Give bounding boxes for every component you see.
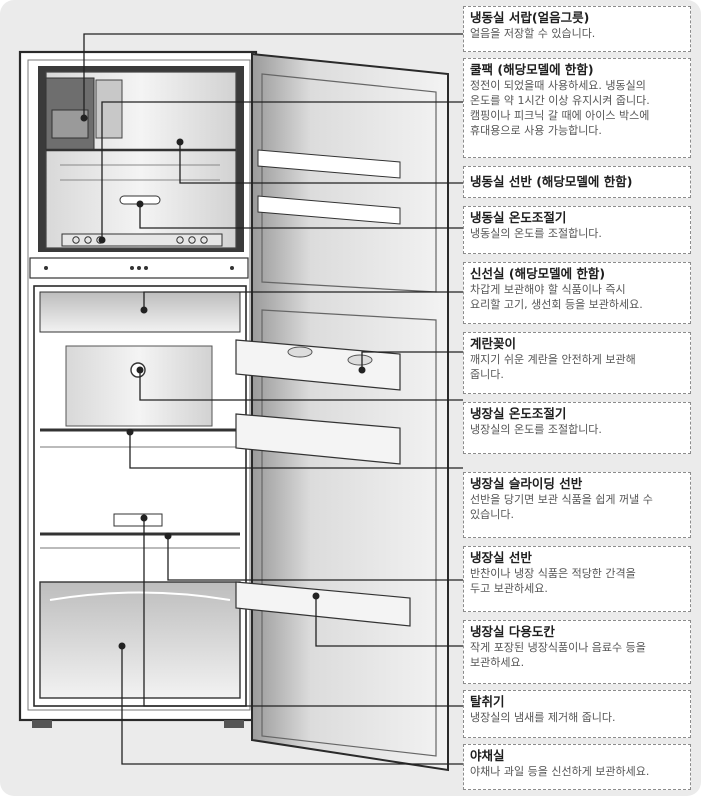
callout-title: 냉장실 선반 xyxy=(470,550,684,566)
callout-deodorizer: 탈취기 냉장실의 냄새를 제거해 줍니다. xyxy=(463,690,691,738)
callout-fridge-temp-control: 냉장실 온도조절기 냉장실의 온도를 조절합니다. xyxy=(463,402,691,454)
callout-desc: 얼음을 저장할 수 있습니다. xyxy=(470,26,684,41)
callout-egg-tray: 계란꽂이 깨지기 쉬운 계란을 안전하게 보관해 줍니다. xyxy=(463,332,691,394)
callout-desc: 차갑게 보관해야 할 식품이나 즉시 요리할 고기, 생선회 등을 보관하세요. xyxy=(470,282,684,312)
deodorizer-part xyxy=(114,514,162,526)
callout-desc: 냉동실의 온도를 조절합니다. xyxy=(470,226,684,241)
callout-title: 냉동실 온도조절기 xyxy=(470,210,684,226)
callout-freezer-temp-control: 냉동실 온도조절기 냉동실의 온도를 조절합니다. xyxy=(463,206,691,254)
callout-desc: 반찬이나 냉장 식품은 적당한 간격을 두고 보관하세요. xyxy=(470,566,684,596)
divider-band xyxy=(30,258,248,278)
callout-title: 냉동실 선반 (해당모델에 한함) xyxy=(470,174,684,190)
callout-desc: 깨지기 쉬운 계란을 안전하게 보관해 줍니다. xyxy=(470,352,684,382)
callout-desc: 선반을 당기면 보관 식품을 쉽게 꺼낼 수 있습니다. xyxy=(470,492,684,522)
vegetable-drawer-part xyxy=(40,582,240,698)
callout-title: 냉장실 슬라이딩 선반 xyxy=(470,476,684,492)
callout-desc: 정전이 되었을때 사용하세요. 냉동실의 온도를 약 1시간 이상 유지시켜 줍… xyxy=(470,78,684,138)
callout-desc: 냉장실의 냄새를 제거해 줍니다. xyxy=(470,710,684,725)
callout-desc: 작게 포장된 냉장식품이나 음료수 등을 보관하세요. xyxy=(470,640,684,670)
callout-freezer-drawer: 냉동실 서랍(얼음그릇) 얼음을 저장할 수 있습니다. xyxy=(463,6,691,52)
callout-title: 냉장실 온도조절기 xyxy=(470,406,684,422)
callout-fridge-door-bin: 냉장실 다용도칸 작게 포장된 냉장식품이나 음료수 등을 보관하세요. xyxy=(463,620,691,684)
open-door xyxy=(236,54,448,770)
callout-vegetable-drawer: 야채실 야채나 과일 등을 신선하게 보관하세요. xyxy=(463,744,691,790)
callout-fresh-room: 신선실 (해당모델에 한함) 차갑게 보관해야 할 식품이나 즉시 요리할 고기… xyxy=(463,262,691,324)
refrigerator-compartment xyxy=(34,286,246,706)
fresh-room-part xyxy=(40,292,240,332)
callout-cool-pack: 쿨팩 (해당모델에 한함) 정전이 되었을때 사용하세요. 냉동실의 온도를 약… xyxy=(463,58,691,158)
callout-fridge-shelf: 냉장실 선반 반찬이나 냉장 식품은 적당한 간격을 두고 보관하세요. xyxy=(463,546,691,612)
freezer-compartment xyxy=(38,66,244,252)
callout-title: 계란꽂이 xyxy=(470,336,684,352)
callout-title: 탈취기 xyxy=(470,694,684,710)
callout-freezer-shelf: 냉동실 선반 (해당모델에 한함) xyxy=(463,166,691,198)
callout-desc: 야채나 과일 등을 신선하게 보관하세요. xyxy=(470,764,684,779)
callout-title: 냉장실 다용도칸 xyxy=(470,624,684,640)
callout-title: 야채실 xyxy=(470,748,684,764)
callout-title: 냉동실 서랍(얼음그릇) xyxy=(470,10,684,26)
callout-title: 신선실 (해당모델에 한함) xyxy=(470,266,684,282)
callout-desc: 냉장실의 온도를 조절합니다. xyxy=(470,422,684,437)
callout-title: 쿨팩 (해당모델에 한함) xyxy=(470,62,684,78)
callout-fridge-sliding-shelf: 냉장실 슬라이딩 선반 선반을 당기면 보관 식품을 쉽게 꺼낼 수 있습니다. xyxy=(463,472,691,538)
